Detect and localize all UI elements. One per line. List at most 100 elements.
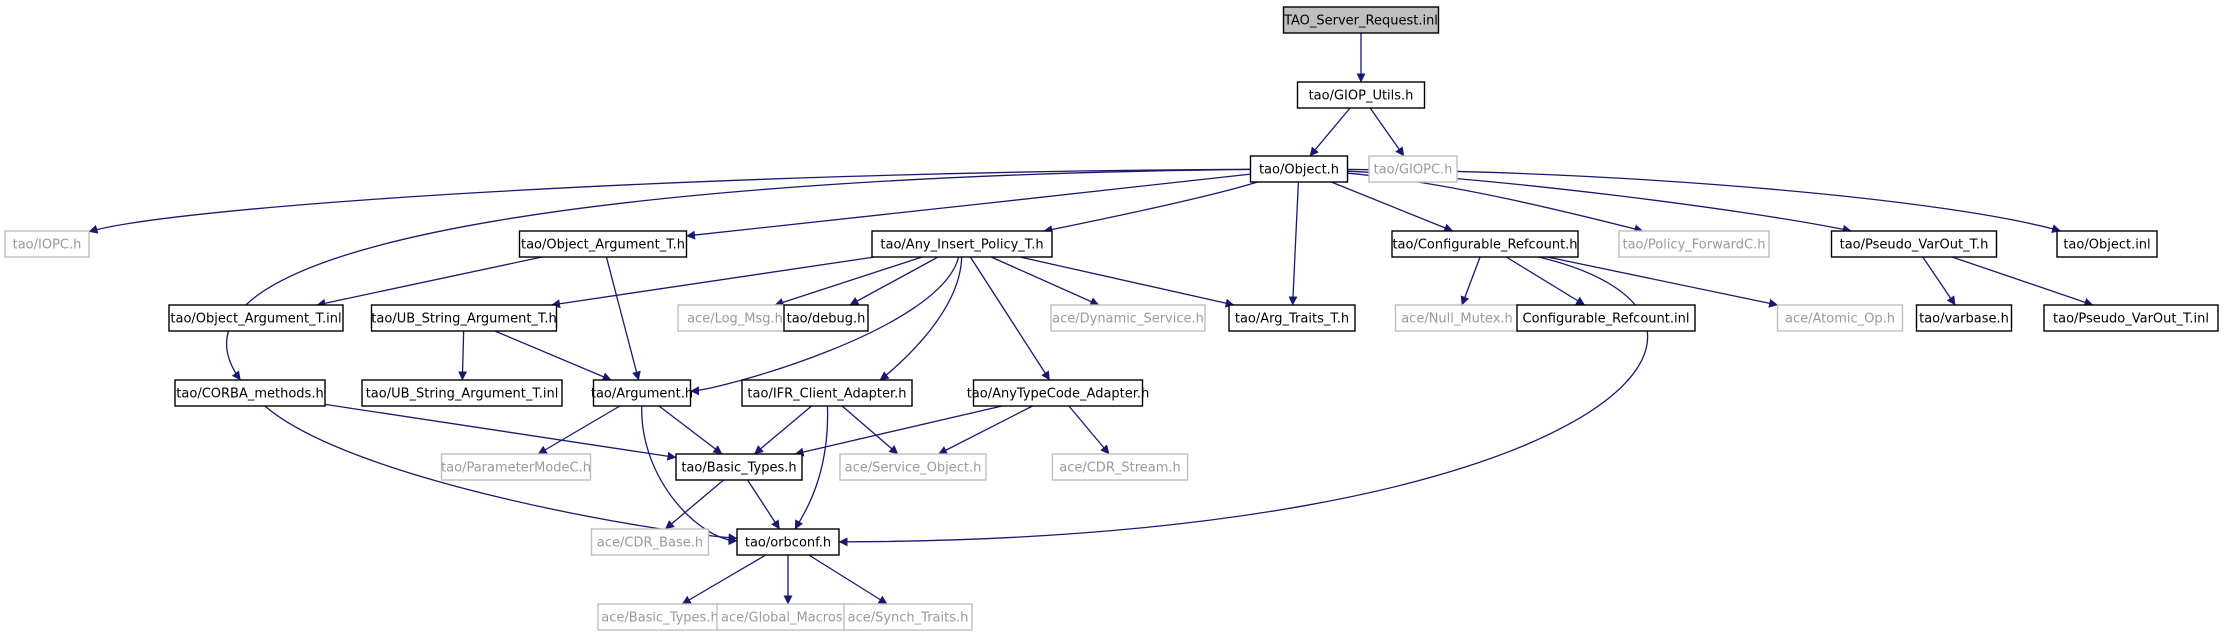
- edge-n12-to-n23: [458, 330, 468, 381]
- edge-n26-to-n29: [938, 405, 1033, 455]
- node-box: [592, 379, 692, 407]
- edge-n28-to-n31: [665, 479, 724, 530]
- edge-n22-to-n28: [324, 403, 677, 461]
- node-box: [4, 230, 90, 258]
- node-box: [677, 304, 793, 332]
- node-ace-cdr-base-h: ace/CDR_Base.h: [590, 528, 710, 556]
- edge-n26-to-n28: [794, 405, 1003, 457]
- node-tao-object-h[interactable]: tao/Object.h: [1249, 155, 1349, 183]
- edge-n25-to-n29: [841, 405, 899, 455]
- edge-n6-to-n12: [551, 256, 875, 309]
- node-box: [590, 528, 710, 556]
- node-box: [2056, 230, 2158, 258]
- node-box: [1282, 6, 1440, 34]
- node-label: TAO_Server_Request.inl: [1283, 14, 1438, 29]
- node-ace-log-msg-h: ace/Log_Msg.h: [677, 304, 793, 332]
- edge-n24-to-n32: [641, 405, 738, 546]
- node-label: ace/Atomic_Op.h: [1785, 312, 1895, 327]
- edge-n7-to-n18: [1505, 256, 1586, 306]
- node-tao-ifr-client-adapter-h[interactable]: tao/IFR_Client_Adapter.h: [741, 379, 913, 407]
- node-label: tao/Object_Argument_T.h: [521, 238, 685, 253]
- edge-n6-to-n24: [690, 256, 960, 396]
- node-box: [1368, 155, 1458, 183]
- node-tao-object-argument-t-h[interactable]: tao/Object_Argument_T.h: [518, 230, 688, 258]
- edge-n2-to-n5: [686, 173, 1251, 240]
- node-label: tao/GIOPC.h: [1374, 163, 1453, 178]
- node-box: [741, 379, 913, 407]
- node-tao-ub-string-argument-t-h[interactable]: tao/UB_String_Argument_T.h: [370, 304, 558, 332]
- edge-n25-to-n28: [754, 405, 812, 455]
- node-label: tao/Object.inl: [2063, 238, 2150, 253]
- edge-n7-to-n17: [1460, 256, 1481, 306]
- node-tao-iopc-h: tao/IOPC.h: [4, 230, 90, 258]
- node-box: [1228, 304, 1356, 332]
- node-label: ace/Service_Object.h: [845, 461, 982, 476]
- edge-n6-to-n16: [1019, 256, 1235, 308]
- node-label: tao/AnyTypeCode_Adapter.h: [967, 387, 1150, 402]
- node-box: [736, 528, 840, 556]
- edge-n7-to-n32: [838, 256, 1649, 547]
- node-ace-null-mutex-h: ace/Null_Mutex.h: [1394, 304, 1520, 332]
- node-box: [2043, 304, 2219, 332]
- node-ace-basic-types-h: ace/Basic_Types.h: [597, 603, 723, 631]
- edge-n6-to-n25: [879, 256, 963, 381]
- node-label: tao/Any_Insert_Policy_T.h: [880, 238, 1043, 253]
- node-tao-object-inl[interactable]: tao/Object.inl: [2056, 230, 2158, 258]
- edge-n25-to-n32: [794, 405, 829, 530]
- edge-n2-to-n6: [1043, 181, 1258, 235]
- node-tao-argument-h[interactable]: tao/Argument.h: [591, 379, 693, 407]
- node-tao-pseudo-varout-t-inl[interactable]: tao/Pseudo_VarOut_T.inl: [2043, 304, 2219, 332]
- node-label: ace/Global_Macros.h: [721, 611, 855, 626]
- node-tao-basic-types-h[interactable]: tao/Basic_Types.h: [675, 453, 803, 481]
- node-tao-pseudo-varout-t-h[interactable]: tao/Pseudo_VarOut_T.h: [1830, 230, 1998, 258]
- node-box: [843, 603, 973, 631]
- node-box: [1051, 453, 1189, 481]
- node-tao-varbase-h[interactable]: tao/varbase.h: [1915, 304, 2013, 332]
- node-label: ace/Basic_Types.h: [601, 611, 718, 626]
- node-tao-policy-forwardc-h: tao/Policy_ForwardC.h: [1618, 230, 1770, 258]
- node-label: tao/orbconf.h: [745, 536, 831, 551]
- edge-n12-to-n24: [494, 330, 612, 381]
- node-box: [1391, 230, 1579, 258]
- edge-n28-to-n32: [746, 479, 781, 530]
- node-label: tao/CORBA_methods.h: [176, 387, 323, 402]
- node-ace-cdr-stream-h: ace/CDR_Stream.h: [1051, 453, 1189, 481]
- node-box: [1776, 304, 1904, 332]
- node-box: [1050, 304, 1206, 332]
- node-label: ace/Synch_Traits.h: [848, 611, 969, 626]
- node-ace-service-object-h: ace/Service_Object.h: [839, 453, 987, 481]
- node-tao-giop-utils-h[interactable]: tao/GIOP_Utils.h: [1296, 81, 1426, 109]
- node-box: [972, 379, 1144, 407]
- node-ace-dynamic-service-h: ace/Dynamic_Service.h: [1050, 304, 1206, 332]
- edge-n6-to-n13: [774, 256, 923, 307]
- node-label: tao/Configurable_Refcount.h: [1392, 238, 1577, 253]
- edge-n5-to-n24: [605, 256, 641, 381]
- edge-n1-to-n2: [1309, 107, 1351, 157]
- node-tao-object-argument-t-inl[interactable]: tao/Object_Argument_T.inl: [168, 304, 344, 332]
- node-label: tao/Pseudo_VarOut_T.inl: [2053, 312, 2209, 327]
- node-tao-arg-traits-t-h[interactable]: tao/Arg_Traits_T.h: [1228, 304, 1356, 332]
- node-tao-anytypecode-adapter-h[interactable]: tao/AnyTypeCode_Adapter.h: [967, 379, 1150, 407]
- edge-n6-to-n14: [849, 256, 939, 306]
- node-box: [1516, 304, 1696, 332]
- node-tao-orbconf-h[interactable]: tao/orbconf.h: [736, 528, 840, 556]
- node-label: ace/CDR_Base.h: [597, 536, 703, 551]
- node-label: tao/ParameterModeC.h: [441, 461, 591, 476]
- node-tao-any-insert-policy-t-h[interactable]: tao/Any_Insert_Policy_T.h: [871, 230, 1053, 258]
- node-box: [1915, 304, 2013, 332]
- node-tao-giopc-h: tao/GIOPC.h: [1368, 155, 1458, 183]
- node-box: [440, 453, 592, 481]
- node-label: tao/UB_String_Argument_T.h: [371, 312, 556, 327]
- node-box: [168, 304, 344, 332]
- node-tao-ub-string-argument-t-inl[interactable]: tao/UB_String_Argument_T.inl: [361, 379, 563, 407]
- node-label: tao/IOPC.h: [13, 238, 82, 253]
- node-tao-configurable-refcount-h[interactable]: tao/Configurable_Refcount.h: [1391, 230, 1579, 258]
- node-tao-server-request-inl[interactable]: TAO_Server_Request.inl: [1282, 6, 1440, 34]
- node-ace-synch-traits-h: ace/Synch_Traits.h: [843, 603, 973, 631]
- node-tao-corba-methods-h[interactable]: tao/CORBA_methods.h: [174, 379, 326, 407]
- node-label: tao/Pseudo_VarOut_T.h: [1840, 238, 1989, 253]
- node-box: [675, 453, 803, 481]
- node-configurable-refcount-inl[interactable]: Configurable_Refcount.inl: [1516, 304, 1696, 332]
- node-tao-debug-h[interactable]: tao/debug.h: [783, 304, 869, 332]
